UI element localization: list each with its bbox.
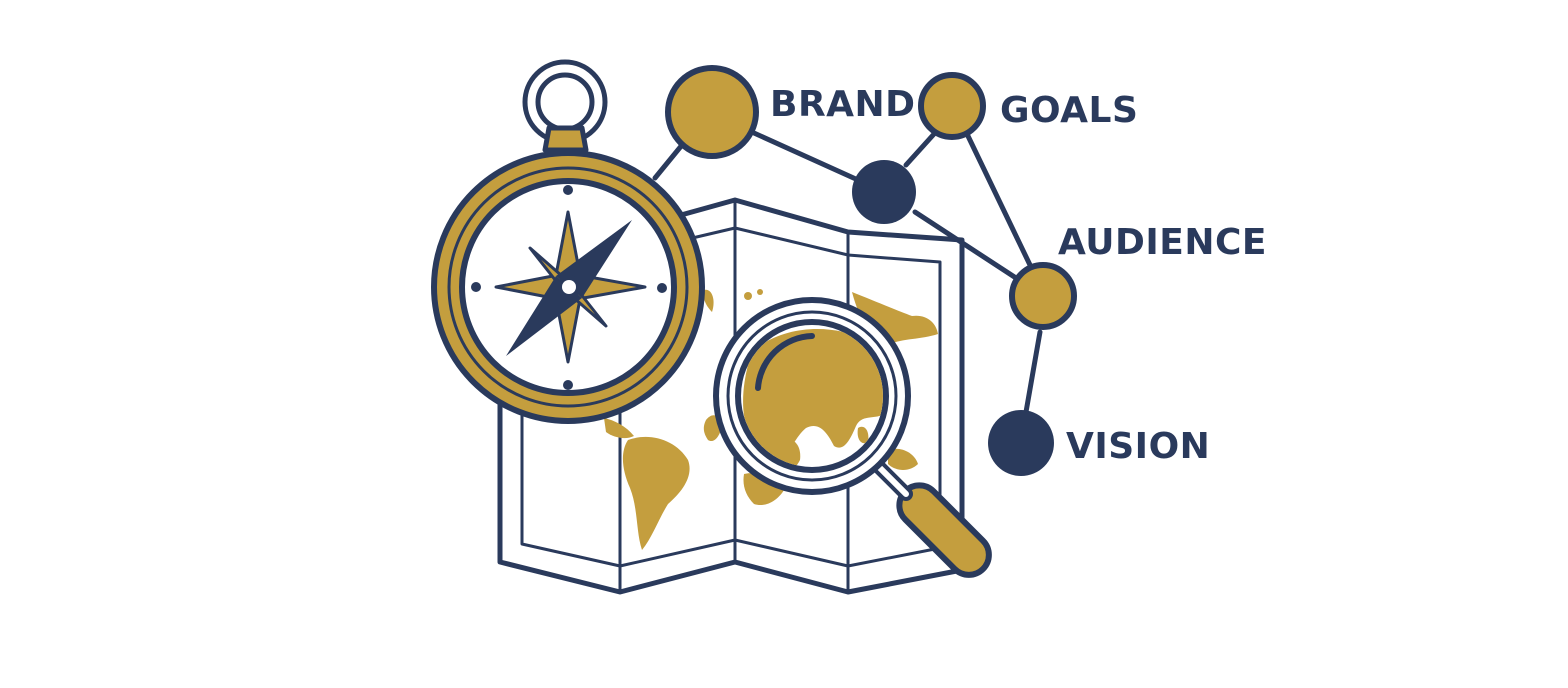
compass-icon xyxy=(431,59,705,424)
network-connections xyxy=(652,130,1043,415)
network-labels: BRAND GOALS AUDIENCE VISION xyxy=(770,84,1267,467)
node-goals xyxy=(918,72,986,140)
label-vision: VISION xyxy=(1066,426,1210,467)
node-brand xyxy=(665,65,759,159)
label-audience: AUDIENCE xyxy=(1058,222,1267,263)
magnifying-glass-icon xyxy=(713,297,992,578)
network-nodes-icon xyxy=(665,65,1077,476)
node-center xyxy=(852,160,916,224)
label-brand: BRAND xyxy=(770,84,916,125)
lens-continents xyxy=(743,328,883,467)
node-audience xyxy=(1009,262,1077,330)
label-goals: GOALS xyxy=(1000,90,1138,131)
node-vision xyxy=(988,410,1054,476)
